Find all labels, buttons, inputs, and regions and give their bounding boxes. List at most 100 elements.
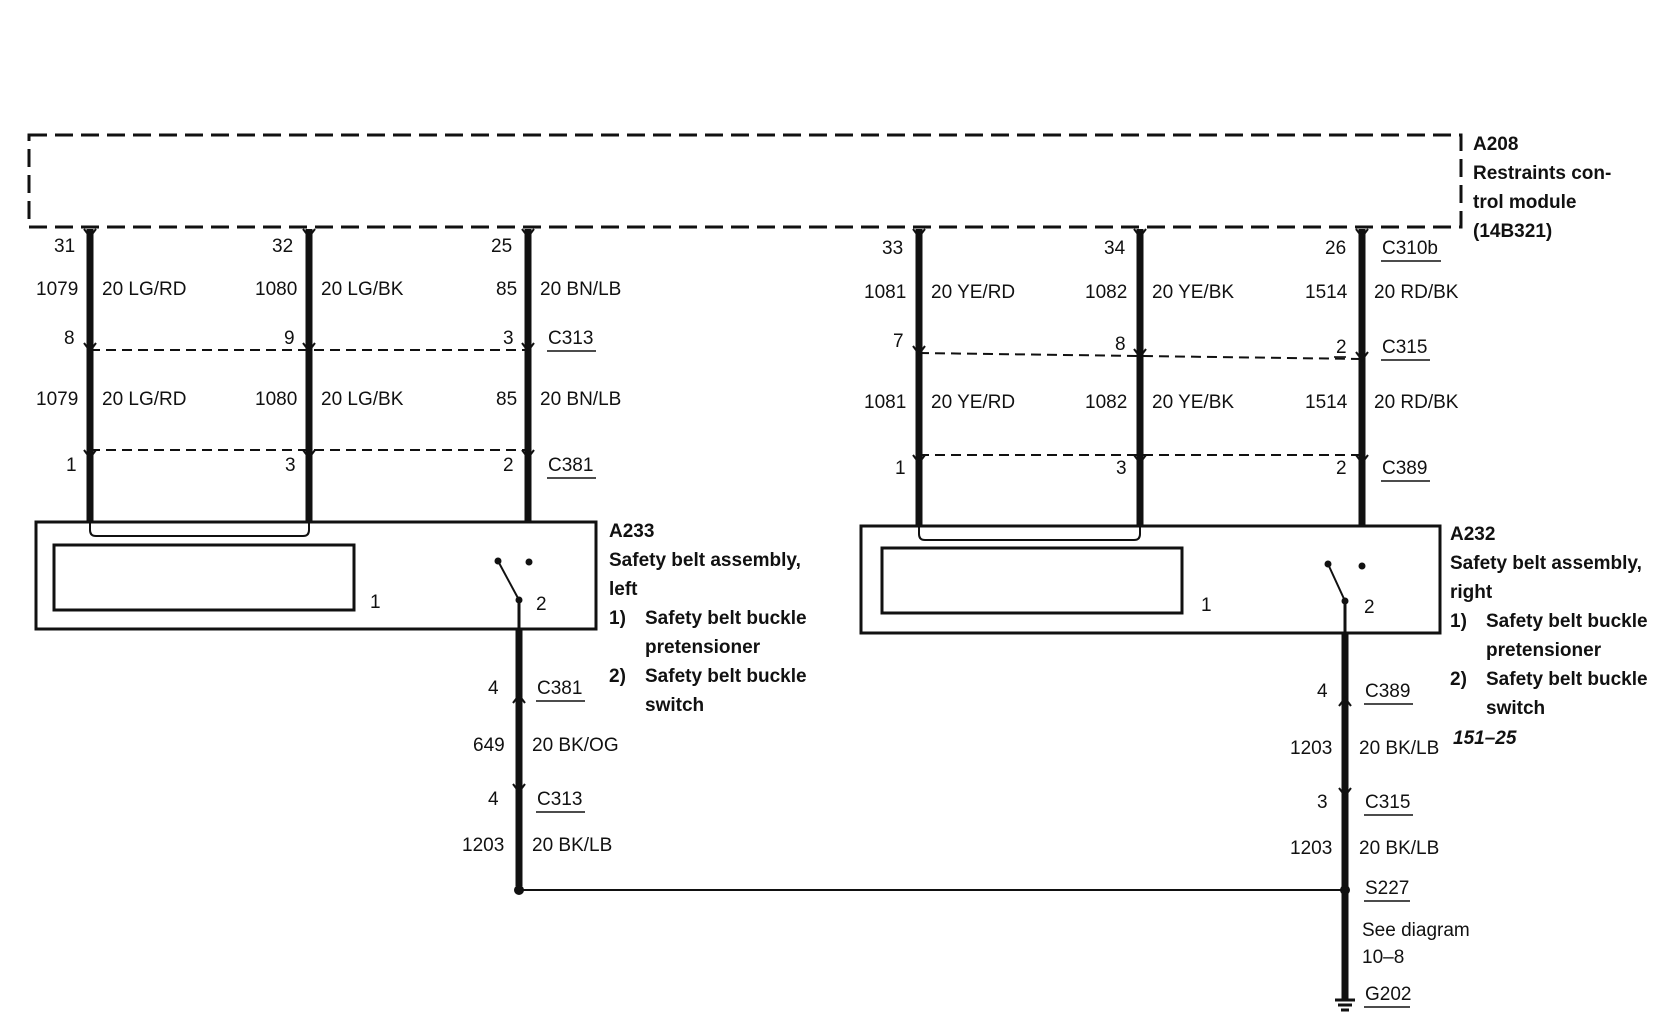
left-lower-circuit1-num: 649 <box>473 735 505 756</box>
left-c381-pin-2: 3 <box>285 455 296 476</box>
right-module-pin-1: 33 <box>882 238 903 259</box>
left-circuit-mid-spec-1: 20 LG/RD <box>102 389 186 410</box>
left-c381-pin-3: 2 <box>503 455 514 476</box>
left-circuit-top-spec-3: 20 BN/LB <box>540 279 621 300</box>
left-splice-dot <box>514 885 524 895</box>
module-pin-arrow <box>1133 228 1147 239</box>
left-lower-c313-label: C313 <box>537 789 582 810</box>
left-item1-no: 1) <box>609 608 626 629</box>
left-circuit-mid-spec-2: 20 LG/BK <box>321 389 404 410</box>
right-circuit-top-num-2: 1082 <box>1085 282 1127 303</box>
left-item2-no: 2) <box>609 666 626 687</box>
c315-arrow <box>1133 348 1147 359</box>
right-circuit-top-spec-1: 20 YE/RD <box>931 282 1015 303</box>
right-circuit-mid-num-2: 1082 <box>1085 392 1127 413</box>
module-name-line2: trol module <box>1473 192 1576 213</box>
c313-arrow <box>302 342 316 353</box>
module-part-number: (14B321) <box>1473 221 1552 242</box>
right-lower-c315-pin: 3 <box>1317 792 1328 813</box>
right-circuit-mid-spec-3: 20 RD/BK <box>1374 392 1459 413</box>
left-circuit-top-num-1: 1079 <box>36 279 78 300</box>
right-c389-pin-2: 3 <box>1116 458 1127 479</box>
left-module-pin-1: 31 <box>54 236 75 257</box>
left-c313-pin-3: 3 <box>503 328 514 349</box>
right-lower-c315-label: C315 <box>1365 792 1410 813</box>
c313-lower-arrow <box>512 783 526 794</box>
left-circuit-top-num-3: 85 <box>496 279 517 300</box>
left-lower-circuit1-spec: 20 BK/OG <box>532 735 619 756</box>
right-pretensioner-box <box>880 546 1184 615</box>
ground-label: G202 <box>1365 984 1411 1005</box>
left-pretensioner-box <box>52 543 356 612</box>
see-diagram-line2: 10–8 <box>1362 947 1404 968</box>
module-pin-arrow <box>1355 228 1369 239</box>
right-assembly-name-line2: right <box>1450 582 1493 603</box>
c389-arrow <box>912 454 926 465</box>
c315-arrow <box>1355 351 1369 362</box>
right-circuit-mid-num-1: 1081 <box>864 392 906 413</box>
left-circuit-top-spec-1: 20 LG/RD <box>102 279 186 300</box>
right-item2-line2: switch <box>1486 698 1545 719</box>
left-assembly-name-line1: Safety belt assembly, <box>609 550 801 571</box>
c381-arrow <box>521 449 535 460</box>
right-circuit-top-spec-2: 20 YE/BK <box>1152 282 1234 303</box>
c313-arrow <box>83 342 97 353</box>
right-c389-label: C389 <box>1382 458 1427 479</box>
right-safety-belt-assembly-box <box>859 524 1442 635</box>
pretensioner-lead <box>918 526 1141 541</box>
right-circuit-top-spec-3: 20 RD/BK <box>1374 282 1459 303</box>
right-item1-line1: Safety belt buckle <box>1486 611 1648 632</box>
left-circuit-top-spec-2: 20 LG/BK <box>321 279 404 300</box>
left-lower-circuit2-spec: 20 BK/LB <box>532 835 612 856</box>
module-ref: A208 <box>1473 134 1518 155</box>
right-lower-circuit1-num: 1203 <box>1290 738 1332 759</box>
c313-arrow <box>521 342 535 353</box>
left-item2-line2: switch <box>645 695 704 716</box>
right-assembly-pin2: 2 <box>1364 597 1375 618</box>
left-c381-label: C381 <box>548 455 593 476</box>
left-circuit-mid-spec-3: 20 BN/LB <box>540 389 621 410</box>
module-pin-arrow <box>83 228 97 239</box>
left-item1-line1: Safety belt buckle <box>645 608 807 629</box>
left-c313-pin-2: 9 <box>284 328 295 349</box>
c315-connector-line <box>918 352 1363 360</box>
c389-arrow <box>1355 454 1369 465</box>
right-item2-no: 2) <box>1450 669 1467 690</box>
left-assembly-pin1: 1 <box>370 592 381 613</box>
right-c389-pin-1: 1 <box>895 458 906 479</box>
left-item1-line2: pretensioner <box>645 637 761 658</box>
see-diagram-line1: See diagram <box>1362 920 1470 941</box>
left-harness <box>83 228 535 522</box>
left-c381-pin-1: 1 <box>66 455 77 476</box>
right-c315-label: C315 <box>1382 337 1427 358</box>
c315-arrow <box>912 345 926 356</box>
left-safety-belt-assembly-box <box>34 520 598 631</box>
right-circuit-top-num-1: 1081 <box>864 282 906 303</box>
right-c389-pin-3: 2 <box>1336 458 1347 479</box>
left-module-pin-3: 25 <box>491 236 512 257</box>
right-lower-c389-pin: 4 <box>1317 681 1328 702</box>
right-circuit-mid-spec-1: 20 YE/RD <box>931 392 1015 413</box>
left-module-pin-2: 32 <box>272 236 293 257</box>
module-pin-arrow <box>302 228 316 239</box>
c381-arrow <box>83 449 97 460</box>
right-splice-dot <box>1340 885 1350 895</box>
left-switch-contact <box>525 558 533 566</box>
left-c313-label: C313 <box>548 328 593 349</box>
right-item2-line1: Safety belt buckle <box>1486 669 1648 690</box>
left-lower-c381-pin: 4 <box>488 678 499 699</box>
left-item2-line1: Safety belt buckle <box>645 666 807 687</box>
left-circuit-top-num-2: 1080 <box>255 279 297 300</box>
left-c313-pin-1: 8 <box>64 328 75 349</box>
right-circuit-mid-spec-2: 20 YE/BK <box>1152 392 1234 413</box>
c381-lower-arrow <box>512 693 526 704</box>
left-circuit-mid-num-3: 85 <box>496 389 517 410</box>
restraints-control-module-box <box>27 133 1463 229</box>
right-harness <box>912 228 1369 526</box>
left-assembly-ref: A233 <box>609 521 654 542</box>
right-assembly-ref: A232 <box>1450 524 1495 545</box>
ground-icon <box>1335 998 1355 1012</box>
c389-arrow <box>1133 454 1147 465</box>
right-switch-contact <box>1358 562 1366 570</box>
